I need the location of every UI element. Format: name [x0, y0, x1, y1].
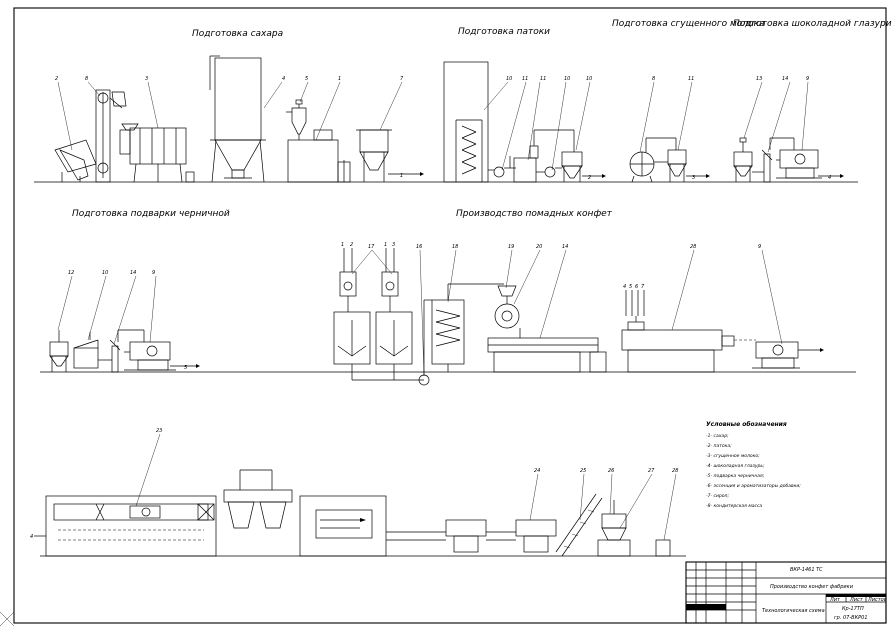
title-production: Производство помадных конфет — [456, 209, 613, 219]
drawing-frame — [13, 7, 887, 624]
legend-item-6: -6- эссенция и ароматизаторы добавки; — [706, 483, 801, 489]
callout-12: 12 — [68, 270, 74, 276]
flow-label-line-start: 4 — [30, 534, 33, 540]
callout-18: 18 — [452, 244, 458, 250]
input-1a: 1 — [341, 242, 344, 248]
legend-item-8: -8- кондитерская масса — [706, 503, 762, 509]
callout-23: 23 — [156, 428, 162, 434]
callout-17: 17 — [368, 244, 375, 250]
callout-10a: 10 — [506, 76, 512, 82]
callout-25: 25 — [580, 468, 586, 474]
callout-26: 26 — [608, 468, 614, 474]
callout-1: 1 — [338, 76, 341, 82]
legend-item-2: -2- патока; — [706, 443, 732, 449]
callout-27: 27 — [648, 468, 655, 474]
callout-11a: 11 — [522, 76, 528, 82]
input-5: 5 — [629, 284, 632, 290]
flow-label-sugar: 1 — [400, 173, 403, 179]
title-condensed-milk: Подготовка сгущенного молока — [612, 19, 765, 29]
col-lit: Лит — [829, 597, 841, 603]
legend-item-7: -7- сироп; — [706, 493, 729, 499]
sheet-title: Технологическая схема — [762, 608, 825, 614]
callout-10d: 10 — [102, 270, 108, 276]
col-sheet: Лист — [849, 597, 864, 603]
legend-item-3: -3- сгущенное молоко; — [706, 453, 760, 459]
callout-10b: 10 — [564, 76, 570, 82]
callout-20: 20 — [536, 244, 542, 250]
sugar-preparation: 1 2 8 3 4 5 1 7 — [54, 55, 424, 183]
org-code: гр. 07-ВКР01 — [834, 615, 868, 621]
callout-14: 14 — [782, 76, 788, 82]
callout-13: 13 — [756, 76, 762, 82]
chocolate-glaze-preparation: 4 13 14 9 — [733, 76, 844, 183]
legend-title: Условные обозначения — [706, 421, 787, 428]
callout-9b: 9 — [152, 270, 155, 276]
title-sugar: Подготовка сахара — [192, 29, 283, 39]
callout-14c: 14 — [562, 244, 568, 250]
title-block: ВКР-1461 ТС Производство конфет фабрики … — [685, 561, 887, 624]
callout-8b: 8 — [652, 76, 655, 82]
callout-9c: 9 — [758, 244, 761, 250]
legend-item-1: -1- сахар; — [706, 433, 729, 439]
callout-9: 9 — [806, 76, 809, 82]
input-4: 4 — [623, 284, 626, 290]
callout-14b: 14 — [130, 270, 136, 276]
condensed-milk-preparation: 3 8 11 — [629, 76, 710, 183]
legend-item-4: -4- шоколадная глазурь; — [706, 463, 765, 469]
callout-4: 4 — [282, 76, 285, 82]
callout-19: 19 — [508, 244, 514, 250]
callout-28: 28 — [690, 244, 696, 250]
doc-code: ВКР-1461 ТС — [790, 567, 823, 573]
candy-production: 1 2 1 3 — [333, 242, 824, 386]
flow-label-blueberry: 5 — [184, 365, 187, 371]
callout-2: 2 — [55, 76, 58, 82]
group-code: Кр-17ТП — [842, 606, 864, 612]
input-6: 6 — [635, 284, 638, 290]
callout-8: 8 — [85, 76, 88, 82]
legend-item-5: -5- подварка черничная; — [706, 473, 765, 479]
molasses-preparation: 2 10 11 11 10 10 — [443, 61, 606, 183]
packing-line: 4 — [30, 428, 678, 557]
title-chocolate-glaze: Подготовка шоколадной глазури — [733, 19, 892, 29]
callout-5: 5 — [305, 76, 308, 82]
project-name: Производство конфет фабрики — [770, 584, 854, 590]
callout-16: 16 — [416, 244, 422, 250]
flow-label-glaze: 4 — [828, 175, 831, 181]
flow-label-molasses: 2 — [588, 175, 591, 181]
callout-7: 7 — [400, 76, 404, 82]
callout-11c: 11 — [688, 76, 694, 82]
input-7: 7 — [641, 284, 645, 290]
legend: Условные обозначения -1- сахар; -2- пато… — [706, 421, 801, 509]
blueberry-preparation: 5 12 10 14 9 — [49, 270, 200, 373]
input-1b: 1 — [384, 242, 387, 248]
callout-3: 3 — [145, 76, 148, 82]
col-sheets: Листов — [867, 597, 887, 603]
callout-10c: 10 — [586, 76, 592, 82]
callout-24: 24 — [534, 468, 540, 474]
input-3: 3 — [392, 242, 395, 248]
input-2a: 2 — [350, 242, 353, 248]
flow-label-milk: 3 — [692, 175, 695, 181]
callout-11b: 11 — [540, 76, 546, 82]
title-blueberry: Подготовка подварки черничной — [72, 209, 230, 219]
title-molasses: Подготовка патоки — [458, 27, 550, 37]
callout-28b: 28 — [672, 468, 678, 474]
